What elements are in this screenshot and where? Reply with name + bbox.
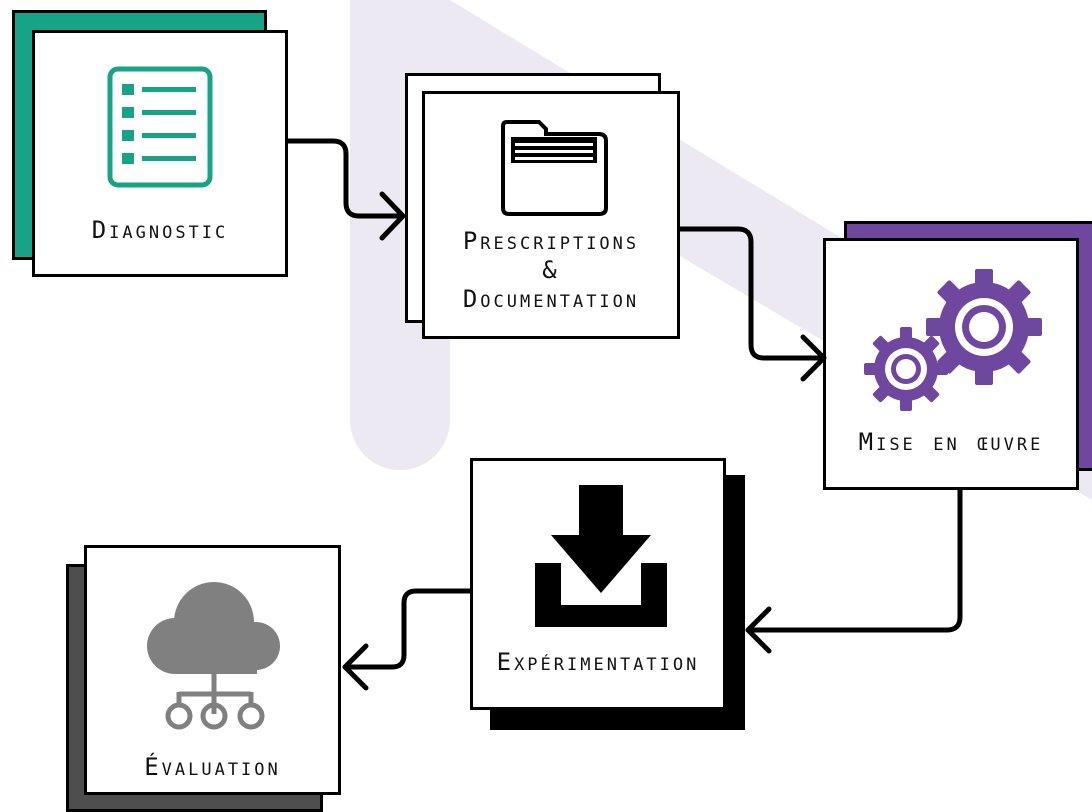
step-label-line: Documentation <box>462 285 640 313</box>
step-label: Diagnostic <box>91 216 229 244</box>
checklist-icon <box>107 66 213 188</box>
folder-icon <box>501 120 608 216</box>
mise-en-oeuvre-card[interactable]: Mise en œuvre <box>823 238 1079 490</box>
cloud-network-icon <box>147 582 280 730</box>
download-icon <box>535 485 667 627</box>
diagnostic-card[interactable]: Diagnostic <box>32 30 288 277</box>
step-label: Mise en œuvre <box>858 428 1044 456</box>
step-label: Expérimentation <box>496 648 700 676</box>
prescriptions-card[interactable]: Prescriptions & Documentation <box>422 91 680 339</box>
step-label-line: Prescriptions <box>462 227 640 255</box>
experimentation-card[interactable]: Expérimentation <box>470 458 726 710</box>
step-label: Évaluation <box>144 753 281 781</box>
evaluation-card[interactable]: Évaluation <box>84 545 341 795</box>
gears-icon <box>864 269 1042 411</box>
step-label-line: & <box>542 256 560 284</box>
step-label: Prescriptions & Documentation <box>425 227 677 314</box>
